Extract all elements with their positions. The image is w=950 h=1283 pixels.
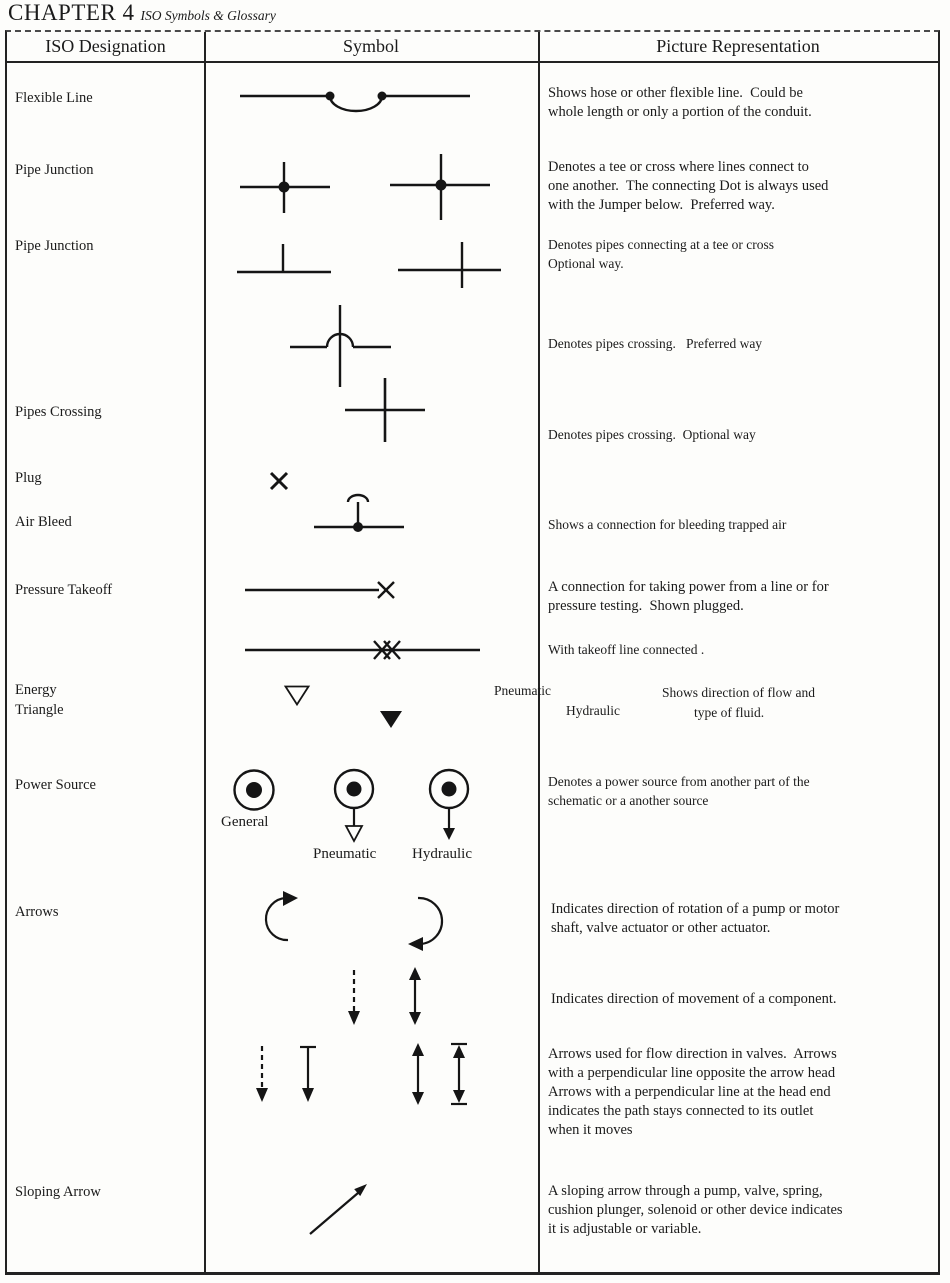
flow-arrow-tail-bar-symbol [300,1045,316,1102]
description-power-source: Denotes a power source from another part… [548,774,810,808]
description-takeoff-connected: With takeoff line connected . [548,642,705,657]
description-arrows-flow: Arrows used for flow direction in valves… [548,1046,837,1138]
description-energy-triangle-line1: Shows direction of flow and [662,685,815,700]
flow-arrow-double-symbol [412,1043,424,1105]
pressure-takeoff-connected-symbol [245,640,480,660]
description-crossing-preferred: Denotes pipes crossing. Preferred way [548,336,763,351]
power-source-hydraulic-label: Hydraulic [412,846,472,862]
description-air-bleed: Shows a connection for bleeding trapped … [548,517,787,532]
description-sloping-arrow: A sloping arrow through a pump, valve, s… [548,1183,843,1237]
column-header-picture-representation: Picture Representation [656,36,820,56]
description-flexible-line: Shows hose or other flexible line. Could… [548,85,812,120]
designation-energy-triangle: Energy Triangle [15,682,64,718]
pressure-takeoff-plugged-symbol [245,581,395,599]
movement-arrow-down-symbol [348,970,360,1025]
designation-arrows: Arrows [15,904,59,920]
column-header-iso-designation: ISO Designation [45,36,166,56]
flow-arrow-dashed-symbol [256,1046,268,1102]
description-arrows-rotation: Indicates direction of rotation of a pum… [551,901,840,936]
designation-pressure-takeoff: Pressure Takeoff [15,582,113,598]
chapter-header: CHAPTER 4 ISO Symbols & Glossary [8,0,276,26]
movement-arrow-double-symbol [409,967,421,1025]
designation-air-bleed: Air Bleed [15,514,72,530]
designation-pipe-junction-2: Pipe Junction [15,238,94,254]
power-source-hydraulic-symbol [428,768,470,840]
description-arrows-movement: Indicates direction of movement of a com… [551,991,837,1007]
designation-pipes-crossing: Pipes Crossing [15,404,102,420]
pipe-junction-plain-symbol [237,242,501,288]
air-bleed-symbol [314,493,404,532]
flow-arrow-double-head-bar-symbol [451,1042,467,1106]
energy-triangle-pneumatic-symbol [283,685,311,707]
power-source-general-symbol [233,769,275,811]
description-pressure-takeoff: A connection for taking power from a lin… [548,579,829,614]
designation-pipe-junction-1: Pipe Junction [15,162,94,178]
description-pipe-junction-1: Denotes a tee or cross where lines conne… [548,159,829,213]
power-source-general-label: General [221,814,269,830]
chapter-title: CHAPTER 4 [8,0,135,25]
pipe-junction-dot-symbol [240,154,490,220]
chapter-subtitle: ISO Symbols & Glossary [140,8,276,23]
symbols-table-frame: ISO Designation Symbol Picture Represent… [5,30,940,1275]
designation-plug: Plug [15,470,42,486]
plug-symbol [269,471,289,491]
column-divider-2 [538,32,540,1272]
column-header-symbol: Symbol [342,36,399,56]
rotation-arrow-cw-symbol [408,896,444,951]
description-pipe-junction-2: Denotes pipes connecting at a tee or cro… [548,237,775,271]
pipes-crossing-jumper-symbol [290,305,391,387]
description-crossing-optional: Denotes pipes crossing. Optional way [548,427,756,442]
power-source-pneumatic-label: Pneumatic [313,846,377,862]
energy-triangle-hydraulic-label: Hydraulic [566,703,620,718]
designation-power-source: Power Source [15,777,96,793]
designation-sloping-arrow: Sloping Arrow [15,1184,101,1200]
sloping-arrow-symbol [309,1184,367,1235]
designation-flexible-line: Flexible Line [15,90,93,106]
power-source-pneumatic-symbol [333,768,375,843]
column-divider-1 [204,32,206,1272]
energy-triangle-hydraulic-symbol [380,711,402,728]
description-energy-triangle-line2: type of fluid. [694,705,765,720]
pipes-crossing-plain-symbol [345,378,425,442]
energy-triangle-pneumatic-label: Pneumatic [494,683,551,698]
table-header-row: ISO Designation Symbol Picture Represent… [7,32,938,63]
flexible-line-symbol [240,91,470,113]
rotation-arrow-ccw-symbol [264,891,298,942]
